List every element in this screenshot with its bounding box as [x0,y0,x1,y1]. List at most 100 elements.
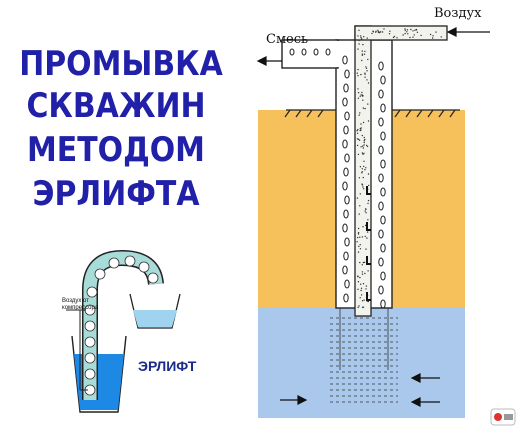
air-speckle [367,270,369,272]
tube-bubble [84,320,96,332]
air-speckle [359,128,361,130]
air-speckle [357,75,359,77]
tube-bubble [124,255,136,267]
air-speckle [367,120,370,122]
air-speckle [359,276,361,279]
air-speckle [365,66,367,68]
air-speckle [363,152,365,155]
air-speckle [359,112,361,114]
mixture-bubble [378,89,384,99]
air-speckle [360,73,362,76]
air-speckle [363,144,365,146]
air-speckle [364,169,366,171]
air-speckle [357,236,359,239]
water-glass [71,335,127,413]
air-speckle [357,281,360,283]
air-speckle [361,152,364,154]
air-speckle [363,141,365,144]
air-speckle [364,272,366,275]
air-speckle [364,107,366,110]
mixture-bubble [301,48,307,56]
air-speckle [360,146,362,148]
air-speckle [402,34,404,36]
air-speckle [360,37,362,39]
tube-bubble [84,336,96,348]
air-speckle [356,132,359,134]
air-speckle [358,245,360,248]
mixture-bubble [378,229,384,239]
air-speckle [367,58,369,61]
air-speckle [364,208,367,210]
air-speckle [356,241,358,243]
air-speckle [364,50,366,53]
air-speckle [361,172,363,174]
air-speckle [356,72,358,74]
air-speckle [360,35,362,37]
mixture-bubble [380,159,386,169]
tube-bubble [147,272,159,284]
air-speckle [362,283,365,285]
air-speckle [361,38,363,40]
air-speckle [361,91,363,94]
air-speckle [357,227,360,230]
air-speckle [381,31,384,33]
air-speckle [366,37,368,39]
ground-hatch [405,109,412,118]
air-speckle [414,29,416,31]
air-speckle [356,138,359,140]
ground-hatch [295,109,302,118]
mixture-bubble [342,97,348,107]
title-line-2: СКВАЖИН [26,86,206,126]
mixture-bubble [344,69,350,79]
air-speckle [359,166,362,168]
inset-caption: ЭРЛИФТ [138,358,197,374]
title-line-4: ЭРЛИФТА [32,174,200,214]
air-speckle [412,36,414,38]
mixture-bubble [343,209,349,219]
air-speckle [362,186,364,188]
air-speckle [435,31,437,33]
tube-bubble [94,268,106,280]
air-speckle [362,145,364,147]
air-speckle [361,95,364,97]
air-speckle [367,219,369,221]
air-speckle [420,34,422,37]
lift-tube [83,251,163,400]
tube-bubble [84,352,96,364]
air-speckle [365,288,367,290]
air-speckle [359,236,361,238]
air-speckle [357,276,359,278]
air-speckle [359,248,362,250]
air-speckle [375,30,377,32]
air-speckle [393,35,396,38]
inset-air-label-1: Воздух от [62,298,90,304]
mixture-bubble [378,61,384,71]
air-speckle [360,94,362,96]
air-speckle [359,129,361,132]
air-speckle [361,168,363,170]
air-speckle [357,233,360,235]
air-speckle [360,294,363,296]
air-speckle [378,32,380,34]
air-speckle [396,37,398,39]
pipe-slots [366,186,371,301]
air-speckle [359,261,361,264]
air-speckle [357,153,360,156]
air-speckle [432,35,434,37]
air-speckle [361,264,363,266]
mixture-bubble [378,201,384,211]
air-speckle [359,244,361,246]
mixture-bubble [344,111,350,121]
air-speckle [410,28,412,31]
air-speckle [357,306,359,309]
air-speckle [357,88,359,90]
air-speckle [360,123,362,125]
air-speckle [363,36,365,38]
mixture-bubble [378,257,384,267]
mixture-bubble [380,215,386,225]
ground-hatch [394,109,401,118]
air-speckle [365,285,368,287]
air-speckle [363,160,365,162]
air-speckle [359,297,361,299]
mixture-bubble [380,271,386,281]
